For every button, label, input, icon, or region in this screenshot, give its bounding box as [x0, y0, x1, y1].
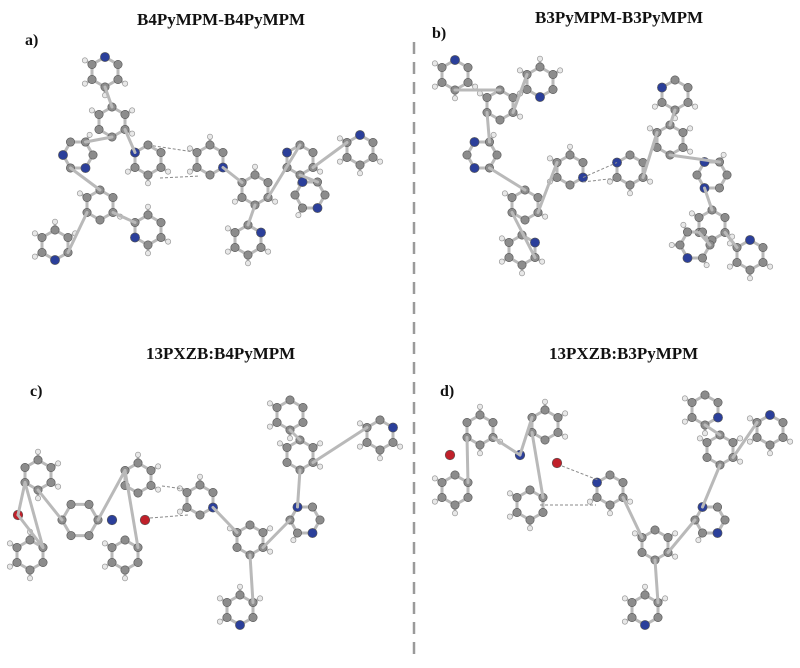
- pyridine-ring: [546, 143, 588, 190]
- bond: [66, 211, 89, 254]
- panel-d-title: 13PXZB:B3PyMPM: [549, 344, 699, 363]
- benzene-ring: [101, 535, 143, 582]
- bond: [296, 468, 302, 509]
- bond: [96, 469, 127, 522]
- bond: [485, 111, 491, 144]
- bond: [288, 428, 302, 442]
- pyrimidine-ring: [462, 131, 502, 173]
- benzene-ring: [6, 528, 48, 582]
- bond: [641, 131, 659, 179]
- bond: [103, 85, 114, 109]
- bond: [491, 436, 522, 457]
- pyridine-ring: [31, 218, 79, 265]
- bond: [123, 469, 140, 549]
- bond: [668, 153, 721, 164]
- bond: [697, 231, 712, 247]
- bond: [261, 518, 292, 549]
- hydrogen-bond: [149, 514, 189, 519]
- pyridine-ring: [746, 410, 794, 457]
- bond: [16, 513, 45, 549]
- bond: [221, 166, 244, 184]
- bond: [16, 481, 27, 517]
- bond: [530, 431, 545, 499]
- hydrogen-bond: [561, 465, 599, 481]
- panel-b-letter: b): [432, 25, 447, 42]
- bond: [621, 496, 644, 539]
- bond: [703, 423, 722, 437]
- bond: [518, 416, 534, 457]
- bond: [701, 463, 722, 509]
- panel-c-title: 13PXZB:B4PyMPM: [146, 344, 296, 363]
- bond: [666, 518, 697, 554]
- benzene-ring: [266, 395, 308, 442]
- bond: [246, 203, 257, 227]
- pyridine-ring: [186, 133, 228, 180]
- bond: [248, 553, 255, 604]
- atom: [444, 449, 456, 461]
- bond: [511, 73, 529, 114]
- panel-c-letter: c): [30, 383, 43, 400]
- pyridine-ring: [176, 473, 218, 520]
- hydrogen-bond: [161, 485, 193, 491]
- bond: [123, 128, 137, 154]
- panel-d-letter: d): [440, 383, 455, 400]
- bond: [668, 108, 677, 127]
- bond: [211, 506, 239, 534]
- pyrimidine-ring: [692, 151, 732, 193]
- hydrogen-bond: [147, 144, 198, 153]
- bond: [731, 421, 759, 459]
- bond: [488, 166, 527, 192]
- panel-a-letter: a): [25, 32, 39, 49]
- benzene-ring: [646, 120, 694, 160]
- hydrogen-bond: [582, 177, 618, 183]
- bond: [69, 166, 102, 192]
- hydrogen-bond: [582, 162, 618, 178]
- benzene-ring: [631, 525, 679, 565]
- benzene-ring: [501, 185, 549, 225]
- pyrimidine-ring: [690, 502, 730, 544]
- pyridine-ring: [586, 470, 634, 517]
- bond: [311, 426, 369, 464]
- bond: [298, 173, 319, 184]
- bond: [723, 231, 739, 249]
- pyridine-ring: [224, 220, 272, 267]
- pyridine-ring: [130, 203, 172, 257]
- bond: [653, 558, 660, 604]
- bond: [23, 481, 45, 549]
- benzene-ring: [20, 448, 62, 502]
- benzene-ring: [431, 470, 473, 517]
- hydrogen-bond: [159, 175, 201, 179]
- atom: [106, 514, 118, 526]
- bond: [111, 211, 137, 224]
- benzene-ring: [76, 185, 124, 225]
- benzene-ring: [696, 430, 744, 470]
- bond: [510, 211, 537, 259]
- bond: [84, 135, 114, 144]
- bond: [536, 161, 559, 214]
- panel-a-title: B4PyMPM-B4PyMPM: [137, 10, 306, 29]
- bond: [465, 436, 470, 484]
- atom: [139, 514, 151, 526]
- pyrimidine-ring: [290, 177, 330, 219]
- benzene-ring: [226, 520, 274, 560]
- phenoxazine-core: [57, 499, 103, 541]
- benzene-ring: [527, 398, 569, 445]
- bond: [266, 143, 302, 199]
- pyridine-ring: [621, 583, 669, 630]
- pyridine-ring: [681, 390, 723, 437]
- bond: [703, 186, 714, 212]
- bond: [36, 488, 64, 522]
- atom: [551, 457, 563, 469]
- benzene-ring: [462, 403, 504, 457]
- panel-b-title: B3PyMPM-B3PyMPM: [535, 8, 704, 27]
- pyridine-ring: [516, 55, 564, 102]
- bond: [311, 141, 349, 169]
